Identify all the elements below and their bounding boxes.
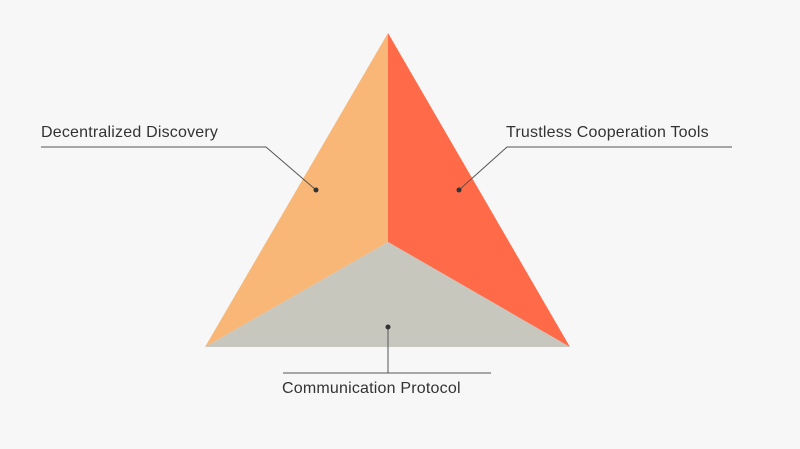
leader-line-left	[41, 146, 317, 191]
label-decentralized-discovery: Decentralized Discovery	[41, 124, 219, 141]
label-trustless-cooperation-tools: Trustless Cooperation Tools	[506, 124, 709, 141]
label-communication-protocol: Communication Protocol	[282, 380, 461, 397]
segment-trustless-cooperation-tools	[388, 33, 570, 347]
leader-dot-right	[456, 187, 462, 193]
segment-decentralized-discovery	[205, 33, 388, 347]
leader-dot-left	[313, 187, 319, 193]
segment-communication-protocol	[205, 242, 570, 347]
leader-line-right	[458, 146, 732, 191]
leader-dot-bottom	[385, 324, 391, 330]
leader-line-bottom	[283, 327, 491, 374]
